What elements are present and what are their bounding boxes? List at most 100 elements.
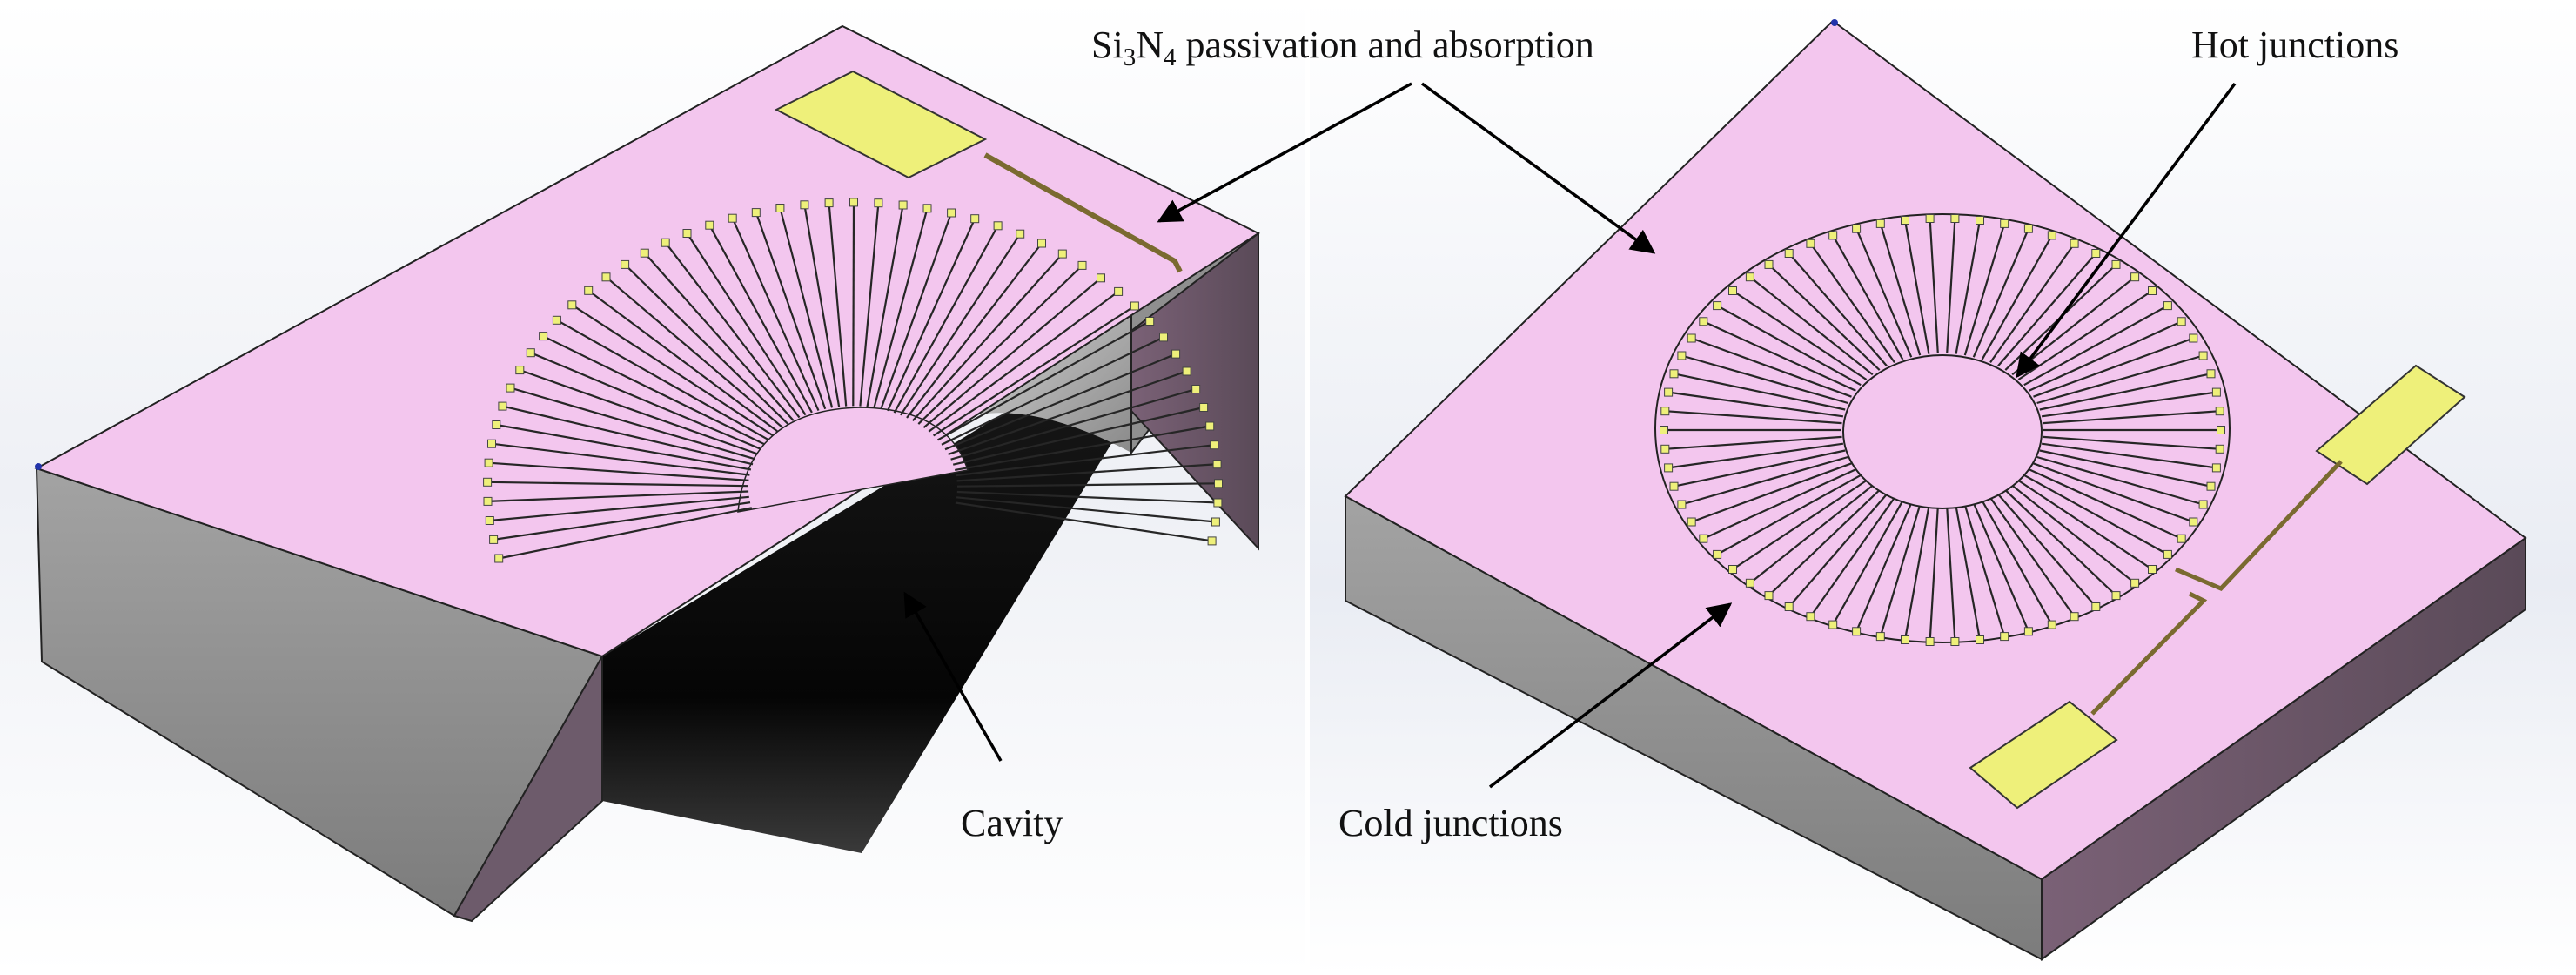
thermocouple-line	[1665, 410, 1842, 425]
junction-pad	[1664, 387, 1674, 397]
thermocouple-line	[2036, 354, 2204, 405]
right-bond-pad-lower	[1969, 700, 2118, 810]
thermocouple-line	[1681, 455, 1848, 506]
junction-pad	[1745, 578, 1754, 588]
right-pad-lead-lower	[2090, 591, 2208, 716]
thermocouple-line	[2041, 442, 2217, 469]
junction-pad	[601, 272, 611, 282]
thermocouple-line	[664, 242, 801, 419]
thermocouple-line	[1732, 480, 1868, 570]
junction-pad	[874, 198, 883, 208]
junction-pad	[1660, 426, 1668, 434]
junction-pad	[970, 214, 980, 224]
thermocouple-line	[1981, 500, 2053, 626]
junction-pad	[775, 204, 785, 212]
junction-pad	[1728, 565, 1737, 574]
left-pad-lead	[983, 152, 1183, 273]
label-cold-junctions: Cold junctions	[1338, 802, 1563, 844]
thermocouple-line	[955, 501, 1212, 542]
thermocouple-line	[1946, 218, 1956, 353]
junction-pad	[2130, 578, 2140, 588]
junction-pad	[2211, 387, 2221, 397]
junction-pad	[1806, 612, 1815, 622]
thermocouple-line	[1716, 305, 1862, 387]
thermocouple-line	[496, 423, 752, 471]
left-substrate-corner	[453, 653, 603, 923]
thermocouple-line	[956, 444, 1215, 477]
thermocouple-line	[491, 442, 750, 476]
thermocouple-line	[948, 370, 1187, 455]
junction-pad	[2206, 369, 2216, 379]
arrow-hot-junctions	[2016, 82, 2237, 379]
junction-pad	[2177, 534, 2186, 543]
thermocouple-line	[542, 335, 765, 446]
thermocouple-line	[686, 232, 807, 416]
junction-pad	[1875, 219, 1885, 228]
thermocouple-line	[755, 212, 827, 410]
thermocouple-line	[1963, 504, 2006, 637]
thermocouple-line	[487, 481, 749, 488]
junction-pad	[2211, 463, 2221, 473]
junction-pad	[1901, 635, 1909, 644]
junction-pad	[1677, 351, 1687, 360]
junction-pad	[1950, 637, 1960, 646]
thermocouple-line	[1955, 506, 1982, 641]
thermocouple-line	[2033, 337, 2194, 398]
left-membrane-top	[34, 24, 1261, 658]
thermocouple-line	[1674, 373, 1846, 411]
thermocouple-line	[955, 425, 1211, 471]
thermocouple-line	[886, 218, 976, 412]
junction-pad	[1713, 549, 1722, 559]
left-bond-pad	[774, 70, 988, 179]
junction-pad	[1784, 602, 1794, 611]
thermocouple-line	[519, 369, 758, 455]
thermocouple-line	[933, 305, 1136, 437]
thermocouple-line	[2039, 373, 2211, 411]
thermocouple-line	[956, 490, 1218, 504]
thermocouple-line	[1832, 500, 1904, 626]
thermocouple-line	[1788, 252, 1888, 367]
thermocouple-line	[1903, 219, 1930, 354]
junction-pad	[1211, 517, 1220, 527]
right-thermopile-outer	[1654, 213, 2231, 643]
junction-pad	[2163, 301, 2172, 311]
junction-pad	[2215, 444, 2224, 454]
annotations: Si3N4 passivation and absorption Hot jun…	[903, 24, 2398, 844]
thermocouple-line	[2017, 290, 2153, 380]
thermocouple-line	[859, 203, 880, 407]
junction-pad	[484, 458, 493, 467]
thermocouple-line	[2029, 468, 2183, 540]
junction-pad	[487, 439, 496, 448]
junction-pad	[751, 208, 761, 218]
thermocouple-line	[1989, 243, 2076, 364]
junction-pad	[1828, 620, 1838, 629]
thermocouple-line	[956, 496, 1217, 523]
junction-pad	[1077, 260, 1087, 270]
thermocouple-line	[605, 276, 783, 428]
thermocouple-line	[952, 406, 1204, 466]
junction-pad	[2189, 333, 2198, 343]
junction-pad	[2047, 231, 2056, 240]
junction-pad	[1699, 534, 1708, 543]
junction-pad	[1677, 500, 1687, 509]
junction-pad	[1784, 249, 1794, 258]
thermocouple-line	[1946, 507, 1956, 642]
thermocouple-line	[2043, 410, 2220, 425]
junction-pad	[1925, 214, 1935, 223]
junction-pad	[498, 401, 507, 411]
thermocouple-line	[1809, 496, 1895, 617]
label-hot-junctions: Hot junctions	[2191, 24, 2398, 66]
arrow-cavity	[903, 591, 1003, 762]
thermocouple-line	[828, 203, 848, 407]
thermocouple-line	[2023, 474, 2169, 555]
junction-pad	[2206, 481, 2216, 491]
junction-pad	[1210, 440, 1219, 450]
thermocouple-line	[922, 277, 1102, 429]
junction-pad	[661, 238, 670, 247]
thermocouple-line	[708, 225, 813, 414]
junction-pad	[1660, 444, 1670, 454]
thermocouple-line	[2004, 489, 2117, 596]
thermocouple-line	[502, 405, 754, 466]
thermocouple-line	[1809, 243, 1895, 364]
thermocouple-line	[1716, 474, 1862, 555]
